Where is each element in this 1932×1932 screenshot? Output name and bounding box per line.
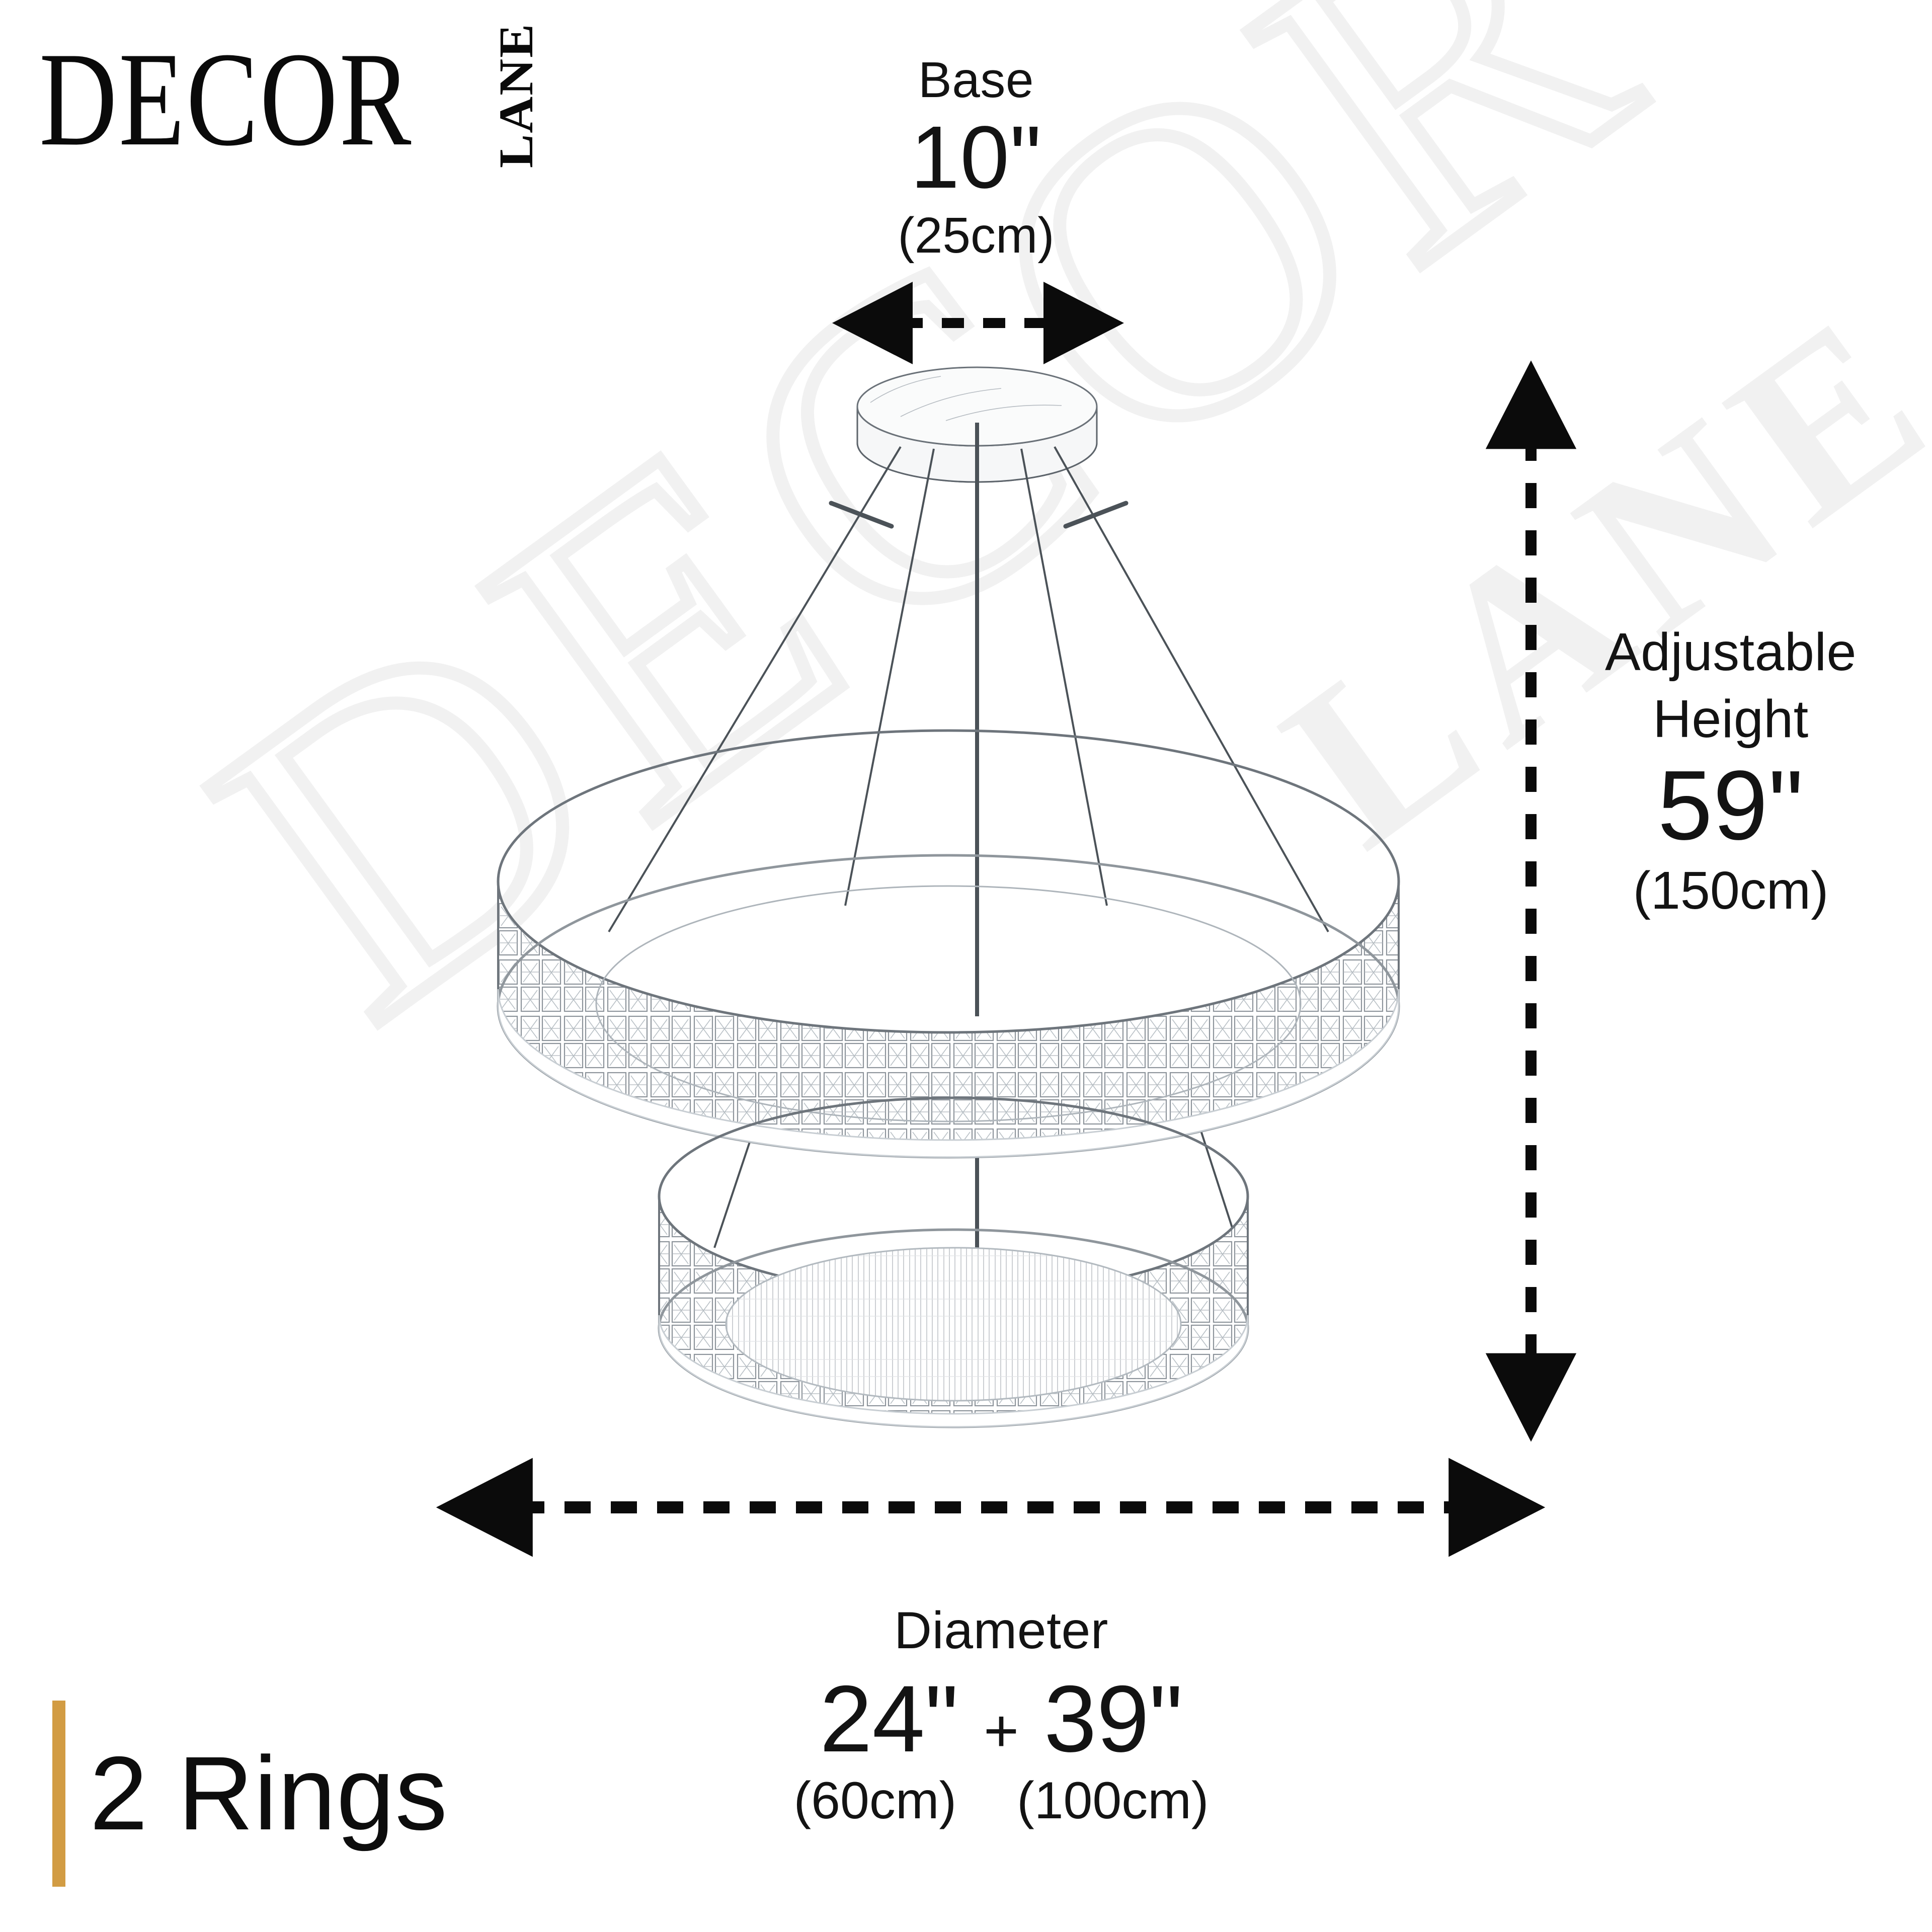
height-label-line2: Height (1653, 689, 1809, 749)
ring-count-label: 2 Rings (90, 1735, 448, 1852)
diameter-label: Diameter (894, 1601, 1108, 1660)
height-label-line1: Adjustable (1604, 622, 1857, 682)
diameter-metric-row: (60cm) (100cm) (669, 1772, 1333, 1830)
ring-count-block: 2 Rings (52, 1701, 448, 1887)
diameter-small-metric: (60cm) (793, 1772, 957, 1830)
diameter-large-metric: (100cm) (1017, 1772, 1209, 1830)
ring-upper-large (497, 729, 1400, 1159)
diameter-values-row: 24" + 39" (669, 1665, 1333, 1772)
diameter-dimension-block: Diameter 24" + 39" (60cm) (100cm) (669, 1600, 1333, 1830)
ceiling-canopy (856, 366, 1098, 483)
base-value-imperial: 10" (910, 108, 1042, 207)
base-value-metric: (25cm) (898, 207, 1055, 264)
base-dimension-block: Base 10" (25cm) (815, 50, 1137, 266)
diameter-large-imperial: 39" (1044, 1665, 1183, 1772)
diameter-separator: + (983, 1697, 1019, 1764)
brand-logo: DECOR LANE (39, 23, 552, 177)
height-dimension-block: Adjustable Height 59" (150cm) (1565, 619, 1897, 923)
height-value-imperial: 59" (1657, 750, 1804, 860)
height-value-metric: (150cm) (1633, 860, 1829, 920)
logo-lane-wrapper: LANE (489, 23, 552, 177)
diameter-small-imperial: 24" (820, 1665, 958, 1772)
base-label: Base (918, 52, 1034, 108)
ring-lower-small (658, 1096, 1249, 1428)
accent-bar (52, 1701, 65, 1887)
logo-lane-text: LANE (489, 23, 543, 169)
logo-decor-text: DECOR (39, 24, 413, 174)
